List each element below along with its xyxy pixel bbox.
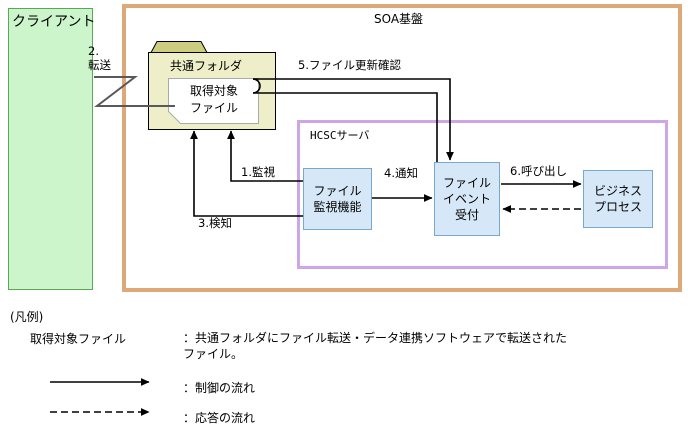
legend-term-description: ：共通フォルダにファイル転送・データ連携ソフトウェアで転送された ファイル。: [183, 331, 568, 361]
edge-label-confirm: 5.ファイル更新確認: [298, 58, 401, 72]
legend-term-label: 取得対象ファイル: [30, 332, 127, 346]
edge-label-transfer: 2. 転送: [88, 44, 111, 72]
edge-label-notify: 4.通知: [384, 166, 418, 180]
shared-folder-label: 共通フォルダ: [170, 59, 243, 73]
document-folded-corner-icon: [168, 111, 181, 124]
component-business-process: ビジネス プロセス: [583, 170, 653, 228]
legend-solid-arrow-icon: [50, 378, 150, 386]
client-zone: [8, 8, 93, 290]
soa-platform-zone: [122, 4, 682, 292]
legend-response-flow-label: ：応答の流れ: [183, 411, 256, 425]
hcsc-server-label: HCSCサーバ: [310, 129, 370, 142]
legend-control-flow-label: ：制御の流れ: [183, 381, 256, 395]
component-file-watch: ファイル 監視機能: [303, 168, 372, 230]
soa-platform-label: SOA基盤: [374, 12, 424, 26]
legend-title: (凡例): [10, 310, 44, 324]
legend-dashed-arrow-icon: [50, 408, 150, 416]
component-file-event-receiver: ファイル イベント 受付: [434, 162, 500, 236]
edge-label-call: 6.呼び出し: [510, 164, 567, 178]
edge-label-watch: 1.監視: [241, 165, 275, 179]
client-zone-label: クライアント: [12, 14, 96, 30]
target-file-label: 取得対象 ファイル: [189, 84, 238, 115]
edge-label-detect: 3.検知: [198, 216, 232, 230]
